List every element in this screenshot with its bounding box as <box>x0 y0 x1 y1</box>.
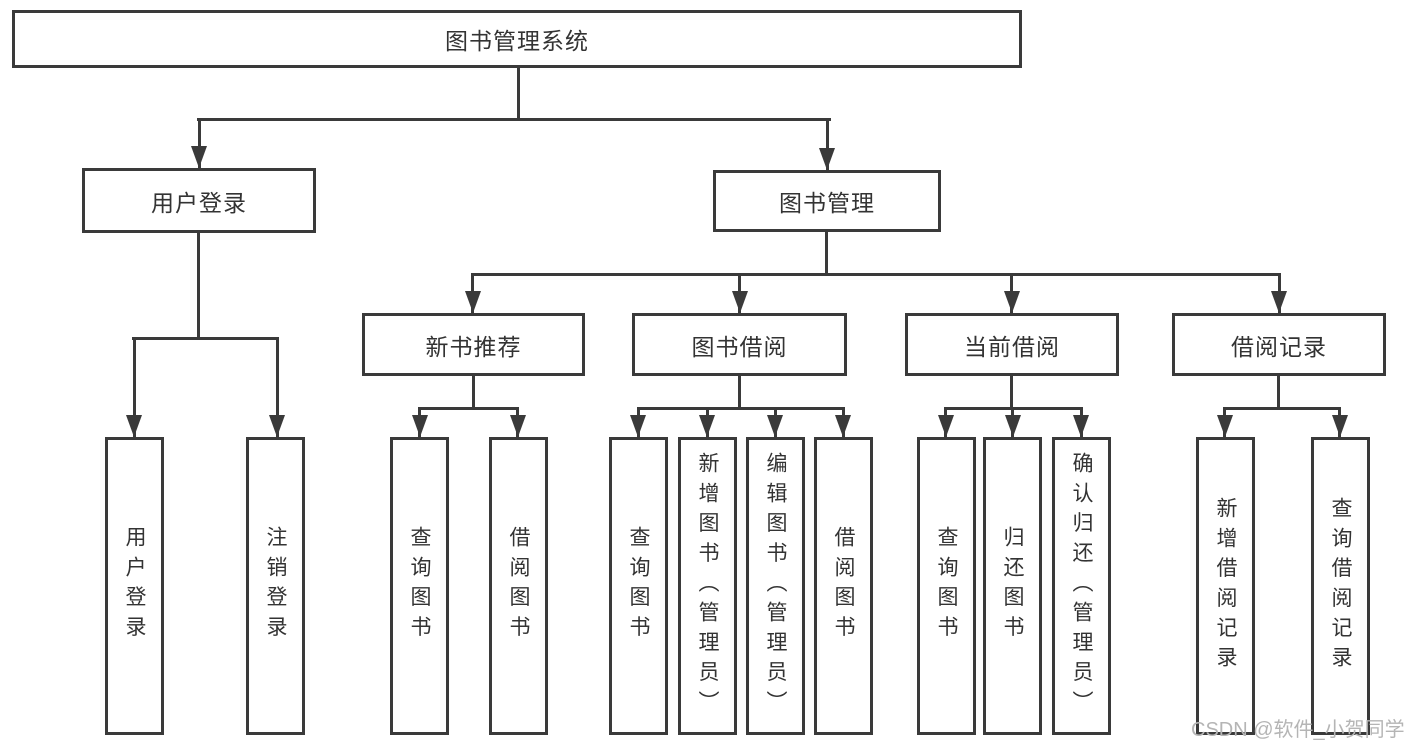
arrowhead-down-icon <box>126 415 142 437</box>
arrowhead-down-icon <box>1332 415 1348 437</box>
leaf-logout: 注销登录 <box>246 437 305 735</box>
leaf-records-add-record: 新增借阅记录 <box>1196 437 1255 735</box>
watermark: CSDN @软件_小贺同学 <box>1191 719 1405 741</box>
arrowhead-down-icon <box>465 291 481 313</box>
connector-line <box>637 407 845 410</box>
connector-line <box>826 118 829 170</box>
arrowhead-down-icon <box>767 415 783 437</box>
connector-line <box>825 232 828 275</box>
leaf-borrow-query-books-label: 查询图书 <box>627 526 650 646</box>
node-user-login: 用户登录 <box>82 168 316 233</box>
node-borrow-records: 借阅记录 <box>1172 313 1386 376</box>
leaf-recommend-borrow-books: 借阅图书 <box>489 437 548 735</box>
leaf-recommend-query-books-label: 查询图书 <box>408 526 431 646</box>
node-root: 图书管理系统 <box>12 10 1022 68</box>
leaf-user-login: 用户登录 <box>105 437 164 735</box>
connector-line <box>132 337 279 340</box>
arrowhead-down-icon <box>1004 291 1020 313</box>
leaf-recommend-borrow-books-label: 借阅图书 <box>507 526 530 646</box>
leaf-user-login-label: 用户登录 <box>123 526 146 646</box>
connector-line <box>517 67 520 120</box>
node-new-book-recommend: 新书推荐 <box>362 313 585 376</box>
leaf-records-add-record-label: 新增借阅记录 <box>1214 496 1237 676</box>
connector-line <box>276 337 279 437</box>
arrowhead-down-icon <box>819 148 835 170</box>
node-borrow-records-label: 借阅记录 <box>1231 333 1327 360</box>
connector-line <box>471 273 1281 276</box>
connector-line <box>197 233 200 339</box>
connector-line <box>133 337 136 437</box>
arrowhead-down-icon <box>699 415 715 437</box>
leaf-borrow-edit-books-admin: 编辑图书（管理员） <box>746 437 805 735</box>
leaf-borrow-add-books-admin: 新增图书（管理员） <box>678 437 737 735</box>
leaf-current-confirm-return-admin: 确认归还（管理员） <box>1052 437 1111 735</box>
connector-line <box>472 376 475 409</box>
node-current-borrow-label: 当前借阅 <box>964 333 1060 360</box>
leaf-borrow-edit-books-admin-label: 编辑图书（管理员） <box>764 451 787 721</box>
arrowhead-down-icon <box>269 415 285 437</box>
leaf-current-confirm-return-admin-label: 确认归还（管理员） <box>1070 451 1093 721</box>
leaf-borrow-borrow-books-label: 借阅图书 <box>832 526 855 646</box>
node-book-management: 图书管理 <box>713 170 941 232</box>
arrowhead-down-icon <box>835 415 851 437</box>
arrowhead-down-icon <box>412 415 428 437</box>
connector-line <box>738 376 741 409</box>
leaf-current-return-books: 归还图书 <box>983 437 1042 735</box>
leaf-borrow-borrow-books: 借阅图书 <box>814 437 873 735</box>
node-new-book-recommend-label: 新书推荐 <box>425 333 522 360</box>
leaf-current-return-books-label: 归还图书 <box>1001 526 1024 646</box>
leaf-borrow-query-books: 查询图书 <box>609 437 668 735</box>
leaf-records-query-record: 查询借阅记录 <box>1311 437 1370 735</box>
leaf-current-query-books: 查询图书 <box>917 437 976 735</box>
node-book-borrow-label: 图书借阅 <box>691 333 788 360</box>
leaf-recommend-query-books: 查询图书 <box>390 437 449 735</box>
arrowhead-down-icon <box>191 146 207 168</box>
leaf-records-query-record-label: 查询借阅记录 <box>1329 496 1352 676</box>
node-book-management-label: 图书管理 <box>779 190 875 216</box>
leaf-current-query-books-label: 查询图书 <box>935 526 958 646</box>
connector-line <box>1223 407 1341 410</box>
connector-line <box>197 118 831 121</box>
leaf-logout-label: 注销登录 <box>264 526 287 646</box>
node-root-label: 图书管理系统 <box>445 28 589 54</box>
arrowhead-down-icon <box>630 415 646 437</box>
connector-line <box>1277 376 1280 409</box>
node-book-borrow: 图书借阅 <box>632 313 847 376</box>
node-current-borrow: 当前借阅 <box>905 313 1119 376</box>
arrowhead-down-icon <box>510 415 526 437</box>
arrowhead-down-icon <box>732 291 748 313</box>
leaf-borrow-add-books-admin-label: 新增图书（管理员） <box>696 451 719 721</box>
arrowhead-down-icon <box>1073 415 1089 437</box>
arrowhead-down-icon <box>1271 291 1287 313</box>
connector-line <box>418 407 519 410</box>
connector-line <box>1010 376 1013 409</box>
connector-line <box>198 118 201 168</box>
arrowhead-down-icon <box>938 415 954 437</box>
arrowhead-down-icon <box>1217 415 1233 437</box>
arrowhead-down-icon <box>1005 415 1021 437</box>
node-user-login-label: 用户登录 <box>151 189 247 216</box>
